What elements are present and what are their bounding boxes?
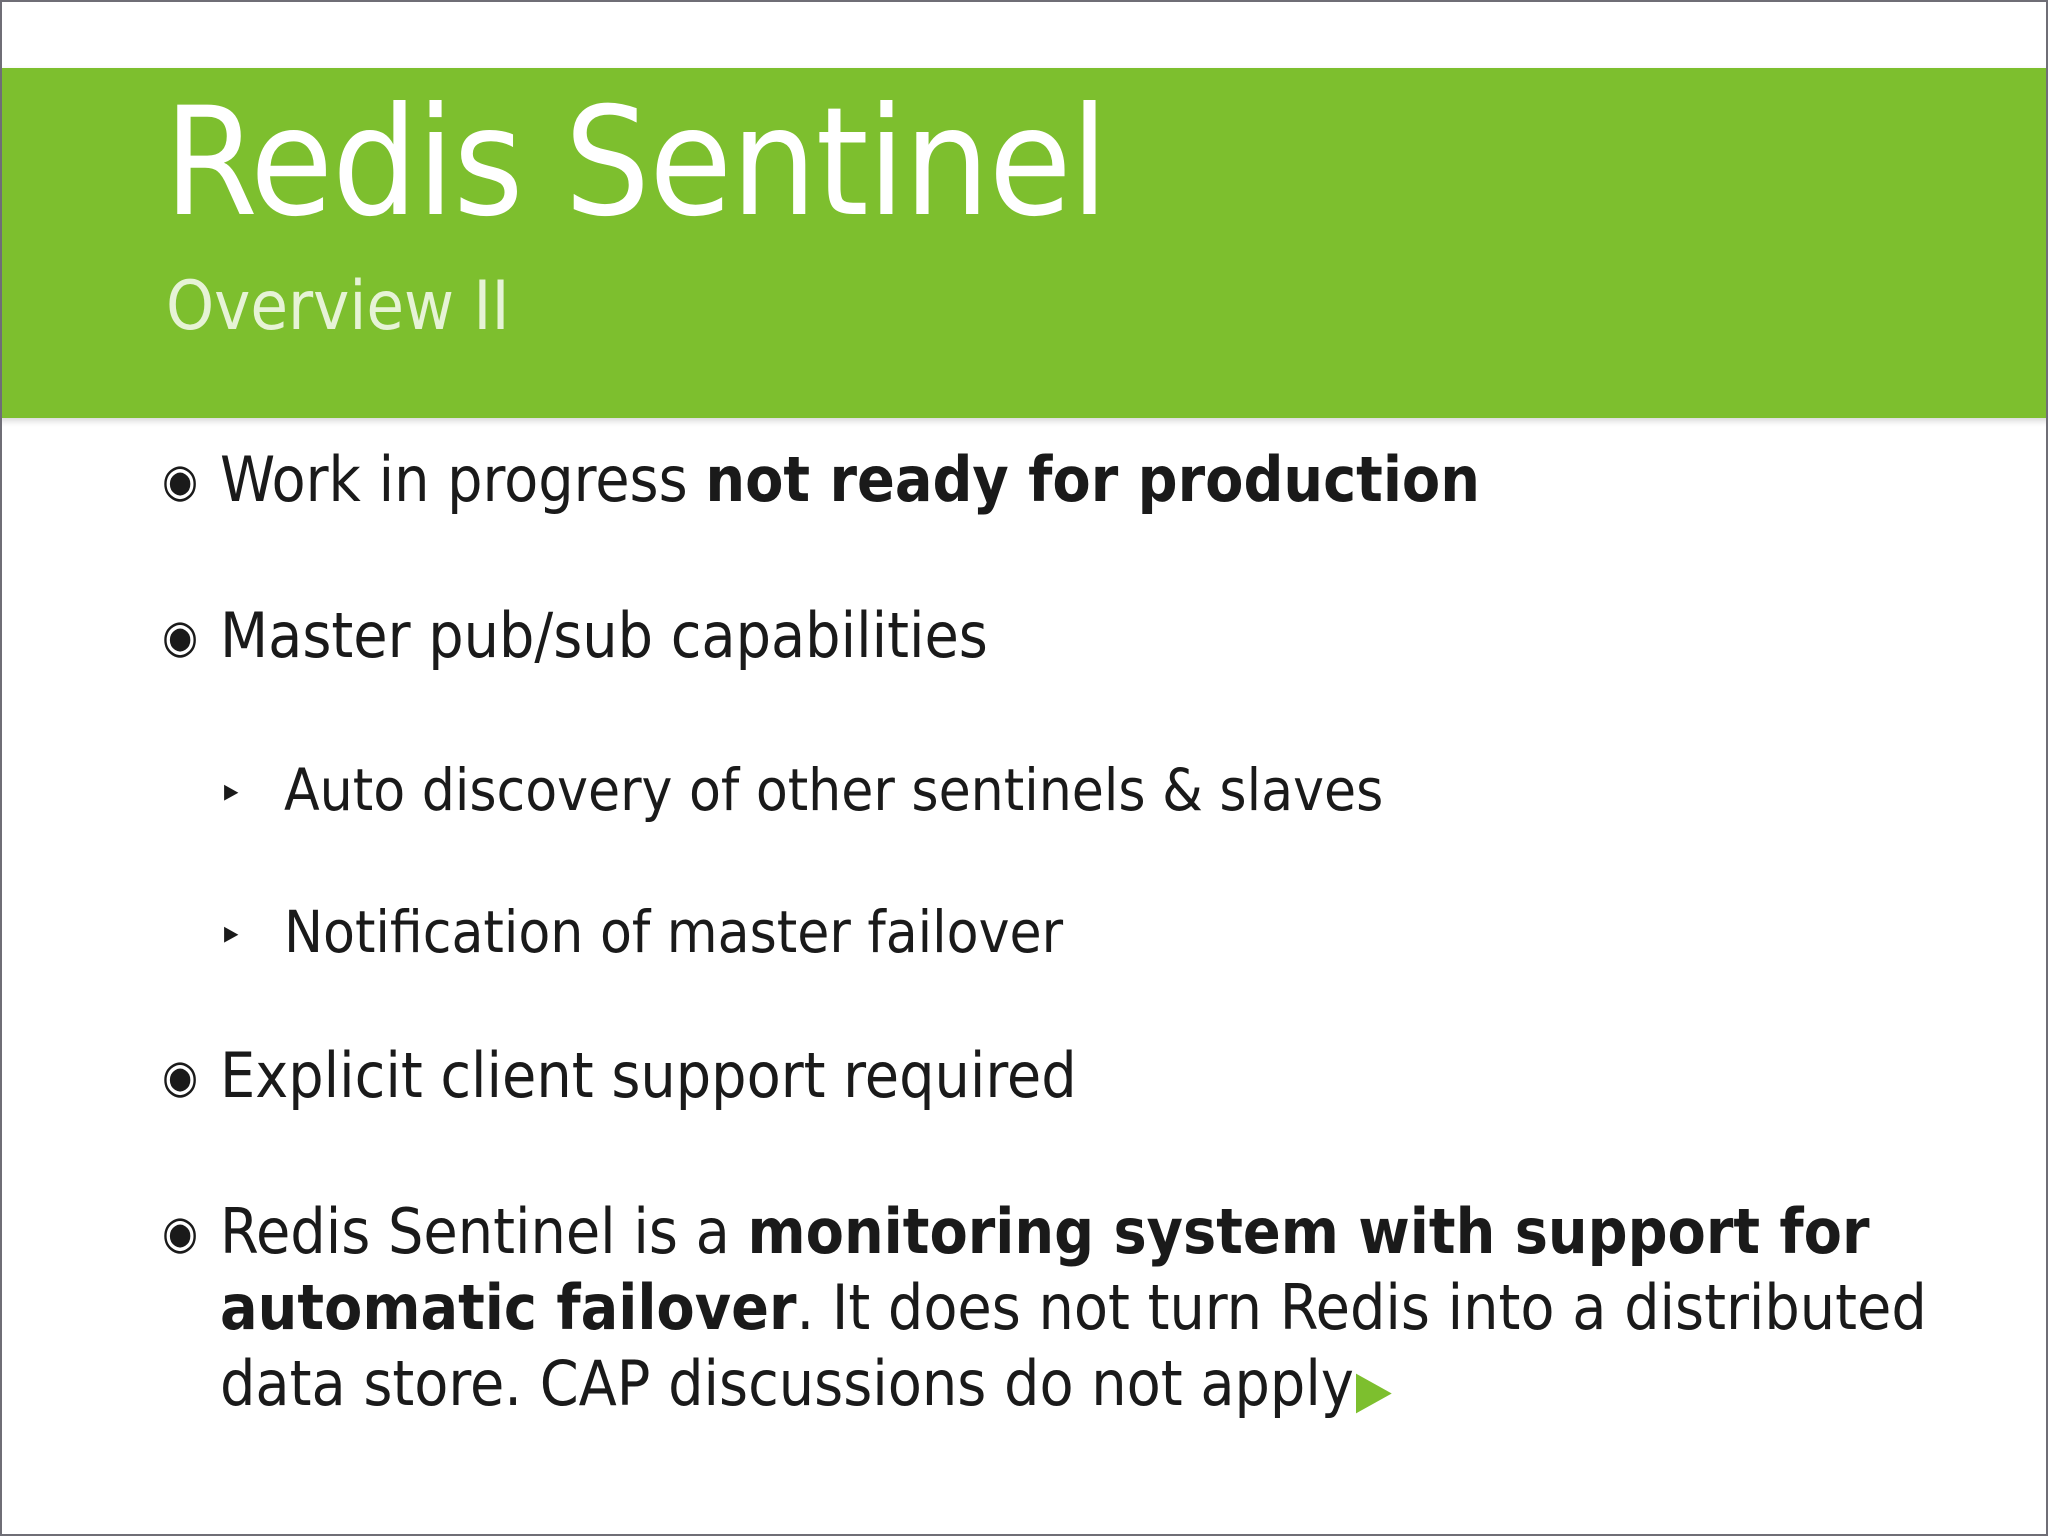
sub-bullet-text: Auto discovery of other sentinels & slav… — [284, 754, 2046, 826]
bullet-text-segment: Master pub/sub capabilities — [220, 599, 988, 672]
bullet-item: ◉ Work in progress not ready for product… — [2, 442, 2046, 518]
sub-bullet-item: ▸ Auto discovery of other sentinels & sl… — [2, 754, 2046, 826]
circled-dot-bullet-icon: ◉ — [162, 1049, 199, 1103]
bullet-text-segment: Explicit client support required — [220, 1039, 1077, 1112]
circled-dot-bullet-icon: ◉ — [162, 609, 199, 663]
triangle-right-bullet-icon: ▸ — [224, 913, 239, 951]
slide-body: ◉ Work in progress not ready for product… — [2, 442, 2046, 1502]
circled-dot-bullet-icon: ◉ — [162, 1205, 199, 1259]
sub-bullet-text-segment: Auto discovery of other sentinels & slav… — [284, 756, 1384, 824]
bullet-item: ◉ Master pub/sub capabilities — [2, 598, 2046, 674]
circled-dot-bullet-icon: ◉ — [162, 453, 199, 507]
bullet-item: ◉ Redis Sentinel is a monitoring system … — [2, 1194, 2046, 1422]
slide-header-band: Redis Sentinel Overview II — [2, 68, 2046, 418]
bullet-text-segment-bold: monitoring system with support for autom… — [220, 1195, 1870, 1344]
sub-bullet-text: Notification of master failover — [284, 896, 2046, 968]
bullet-text-segment: Work in progress — [220, 443, 706, 516]
bullet-text-segment-bold: not ready for production — [705, 443, 1480, 516]
bullet-text: Redis Sentinel is a monitoring system wi… — [220, 1194, 2046, 1422]
bullet-text: Master pub/sub capabilities — [220, 598, 2046, 674]
bullet-text-segment: Redis Sentinel is a — [220, 1195, 748, 1268]
triangle-right-bullet-icon: ▸ — [224, 771, 239, 809]
green-triangle-right-icon: ▶ — [1355, 1360, 1392, 1420]
bullet-text-segment: . It does not turn Redis into a distribu… — [220, 1271, 1927, 1420]
bullet-text: Explicit client support required — [220, 1038, 2046, 1114]
slide-subtitle: Overview II — [166, 267, 510, 346]
sub-bullet-item: ▸ Notification of master failover — [2, 896, 2046, 968]
slide-title: Redis Sentinel — [164, 76, 1108, 250]
sub-bullet-text-segment: Notification of master failover — [284, 898, 1064, 966]
bullet-text: Work in progress not ready for productio… — [220, 442, 2046, 518]
bullet-item: ◉ Explicit client support required — [2, 1038, 2046, 1114]
